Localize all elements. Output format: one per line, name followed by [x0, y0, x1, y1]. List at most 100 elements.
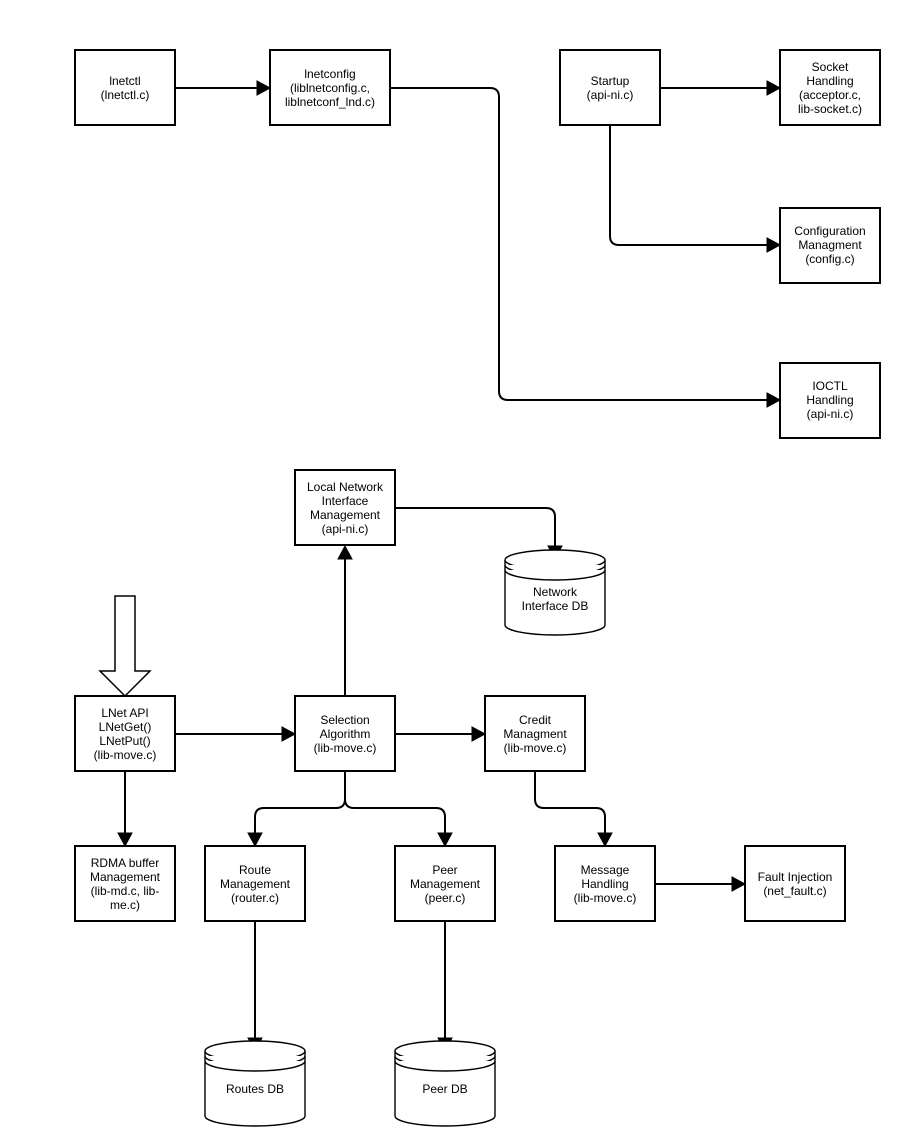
label-line: Handling — [806, 74, 853, 88]
label-line: me.c) — [110, 898, 140, 912]
edge-selection-peer — [344, 771, 446, 836]
edge-localni-networkdb — [395, 507, 556, 549]
arrowhead — [766, 237, 782, 253]
node-label: Fault Injection(net_fault.c) — [758, 870, 833, 898]
label-line: lnetctl — [109, 74, 140, 88]
label-line: Management — [90, 870, 161, 884]
label-line: Interface — [322, 494, 369, 508]
label-line: IOCTL — [812, 379, 848, 393]
label-line: Credit — [519, 713, 552, 727]
label-line: LNetGet() — [99, 720, 152, 734]
label-line: LNet API — [101, 706, 148, 720]
label-line: Selection — [320, 713, 369, 727]
edge-lnetconfig-ioctl — [390, 87, 770, 401]
label-line: (api-ni.c) — [322, 522, 369, 536]
arrowhead — [731, 876, 747, 892]
arrowhead — [437, 832, 453, 848]
label-line: (lib-md.c, lib- — [91, 884, 160, 898]
label-line: (config.c) — [805, 252, 854, 266]
label-line: (lib-move.c) — [314, 741, 377, 755]
label-line: (peer.c) — [425, 891, 466, 905]
arrowhead — [766, 392, 782, 408]
label-line: (lib-move.c) — [94, 748, 157, 762]
arrowhead — [337, 544, 353, 560]
arrowhead — [471, 726, 487, 742]
arrowhead — [117, 832, 133, 848]
label-line: Management — [410, 877, 481, 891]
node-label: Routes DB — [226, 1082, 284, 1096]
node-label: lnetctl(lnetctl.c) — [101, 74, 150, 102]
label-line: (api-ni.c) — [587, 88, 634, 102]
label-line: (lib-move.c) — [574, 891, 637, 905]
label-line: (liblnetconfig.c, — [290, 81, 370, 95]
label-line: Network — [533, 585, 578, 599]
node-startup: Startup(api-ni.c) — [559, 49, 661, 126]
label-line: Local Network — [307, 480, 384, 494]
label-line: LNetPut() — [99, 734, 150, 748]
node-label: Peer DB — [422, 1082, 467, 1096]
arrowhead — [256, 80, 272, 96]
label-line: liblnetconf_lnd.c) — [285, 95, 375, 109]
label-line: Managment — [503, 727, 567, 741]
label-line: Message — [581, 863, 630, 877]
arrowhead — [597, 832, 613, 848]
label-line: (acceptor.c, — [799, 88, 861, 102]
label-line: Handling — [581, 877, 628, 891]
node-lnetctl: lnetctl(lnetctl.c) — [74, 49, 176, 126]
label-line: lib-socket.c) — [798, 102, 862, 116]
arrowhead — [766, 80, 782, 96]
arrowhead — [247, 832, 263, 848]
label-line: Route — [239, 863, 271, 877]
edge-startup-config — [609, 125, 770, 246]
entry-arrow — [98, 595, 152, 698]
label-line: Peer — [432, 863, 457, 877]
label-line: Startup — [591, 74, 630, 88]
label-line: (net_fault.c) — [763, 884, 826, 898]
nodes: lnetctl(lnetctl.c) lnetconfig(liblnetcon… — [74, 49, 881, 922]
label-line: Algorithm — [320, 727, 371, 741]
label-line: Peer DB — [422, 1082, 467, 1096]
label-line: Configuration — [794, 224, 865, 238]
label-line: Handling — [806, 393, 853, 407]
label-line: Routes DB — [226, 1082, 284, 1096]
label-line: lnetconfig — [304, 67, 355, 81]
label-line: (api-ni.c) — [807, 407, 854, 421]
edges — [117, 80, 782, 1053]
db-peer: Peer DB — [394, 1040, 496, 1127]
label-line: (router.c) — [231, 891, 279, 905]
db-routes: Routes DB — [204, 1040, 306, 1127]
label-line: Interface DB — [522, 599, 589, 613]
label-line: RDMA buffer — [91, 856, 159, 870]
label-line: Fault Injection — [758, 870, 833, 884]
arrowhead — [281, 726, 297, 742]
label-line: Management — [310, 508, 381, 522]
label-line: (lnetctl.c) — [101, 88, 150, 102]
node-label: lnetconfig(liblnetconfig.c,liblnetconf_l… — [285, 67, 375, 109]
label-line: Managment — [798, 238, 862, 252]
label-line: Socket — [812, 60, 849, 74]
label-line: (lib-move.c) — [504, 741, 567, 755]
